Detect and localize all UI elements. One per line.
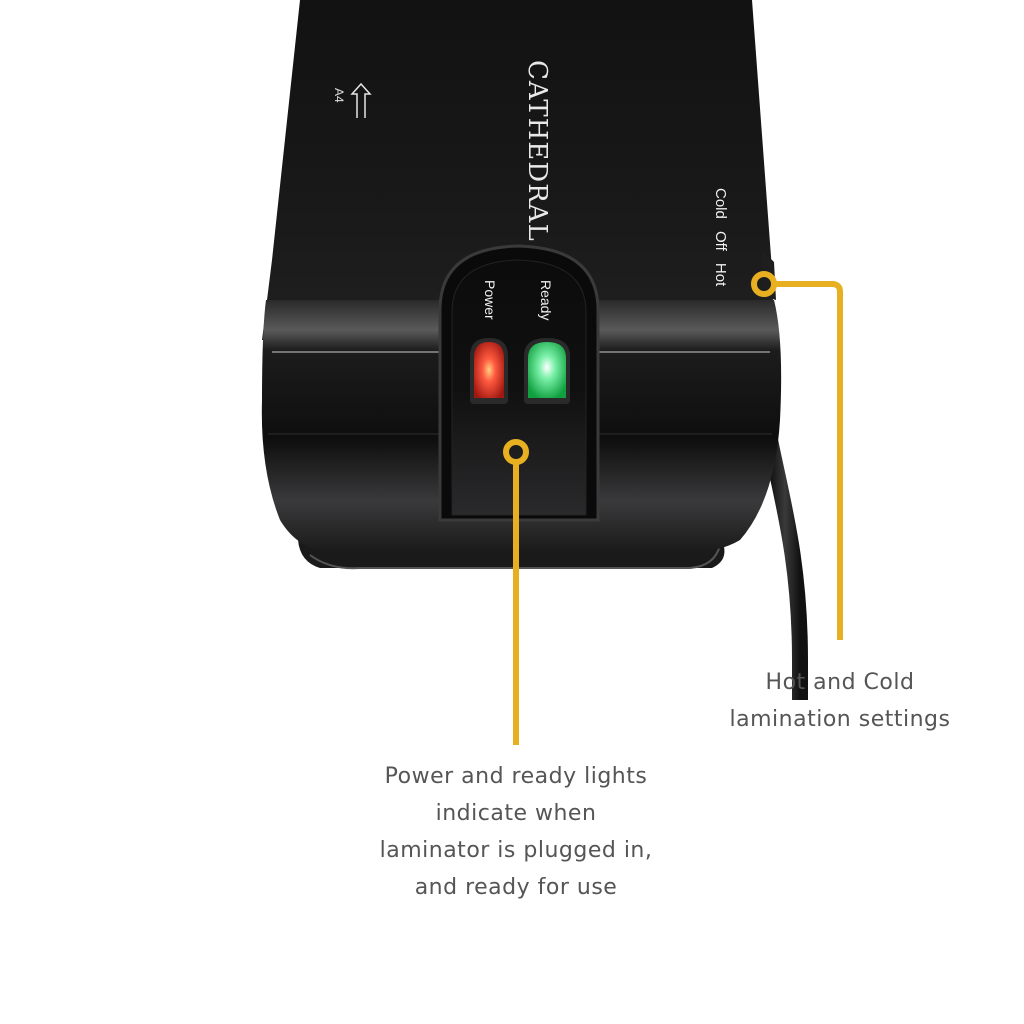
- caption-line: lamination settings: [729, 707, 951, 732]
- power-cord: [762, 438, 808, 700]
- caption-line: Power and ready lights: [384, 764, 648, 789]
- caption-line: and ready for use: [414, 875, 618, 900]
- arrow-up-icon: [350, 82, 372, 118]
- callout-leader-mode-switch: [751, 271, 843, 640]
- power-led-label: Power: [482, 280, 498, 320]
- caption-line: indicate when: [435, 801, 597, 826]
- caption-line: laminator is plugged in,: [379, 838, 653, 863]
- ready-led-label: Ready: [538, 280, 554, 321]
- caption-line: Hot and Cold: [765, 670, 915, 695]
- ready-led: [524, 338, 570, 404]
- callout-leader-indicator-lights: [503, 439, 529, 745]
- callout-caption-mode-switch: Hot and Cold lamination settings: [700, 664, 980, 738]
- mode-switch-labels: Cold Off Hot: [712, 188, 729, 287]
- power-led: [470, 338, 508, 404]
- brand-logo: CATHEDRAL: [522, 60, 552, 242]
- callout-caption-indicator-lights: Power and ready lights indicate when lam…: [346, 758, 686, 906]
- paper-size-marker: A4: [332, 88, 346, 103]
- laminator-top-surface: [262, 0, 774, 340]
